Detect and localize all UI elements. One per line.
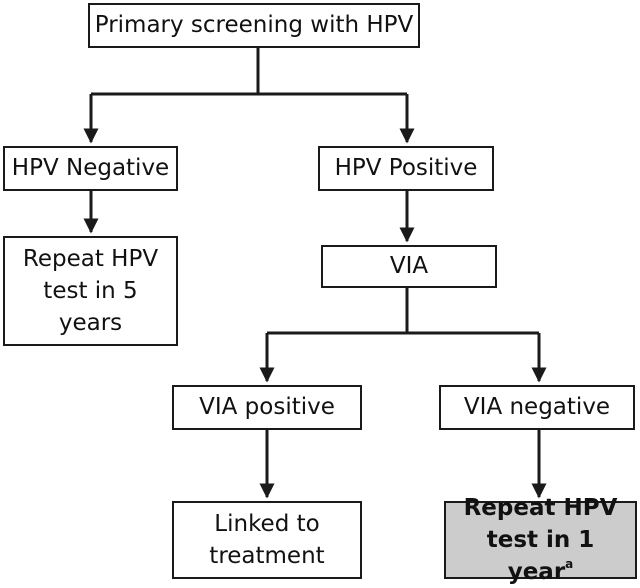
node-hpv-negative: HPV Negative <box>3 146 178 191</box>
node-repeat-hpv-1-year-label: Repeat HPV test in 1 year <box>463 494 618 586</box>
node-repeat-hpv-1-year-text: Repeat HPV test in 1 yeara <box>449 492 632 588</box>
node-primary-screening-label: Primary screening with HPV <box>94 12 414 39</box>
node-via-positive: VIA positive <box>172 385 362 430</box>
node-via: VIA <box>321 245 497 288</box>
node-hpv-positive: HPV Positive <box>318 146 494 191</box>
node-primary-screening: Primary screening with HPV <box>88 3 420 48</box>
node-repeat-hpv-5-years-label: Repeat HPV test in 5 years <box>22 245 159 337</box>
node-hpv-positive-label: HPV Positive <box>334 155 478 182</box>
footnote-marker: a <box>565 557 574 572</box>
node-repeat-hpv-1-year: Repeat HPV test in 1 yeara <box>444 495 637 585</box>
node-via-label: VIA <box>389 253 429 280</box>
node-via-negative: VIA negative <box>439 385 635 430</box>
node-linked-to-treatment: Linked to treatment <box>172 501 362 579</box>
node-linked-to-treatment-label: Linked to treatment <box>209 510 325 569</box>
node-via-positive-label: VIA positive <box>199 394 335 421</box>
node-repeat-hpv-5-years: Repeat HPV test in 5 years <box>3 236 178 346</box>
node-hpv-negative-label: HPV Negative <box>11 155 170 182</box>
node-via-negative-label: VIA negative <box>463 394 611 421</box>
